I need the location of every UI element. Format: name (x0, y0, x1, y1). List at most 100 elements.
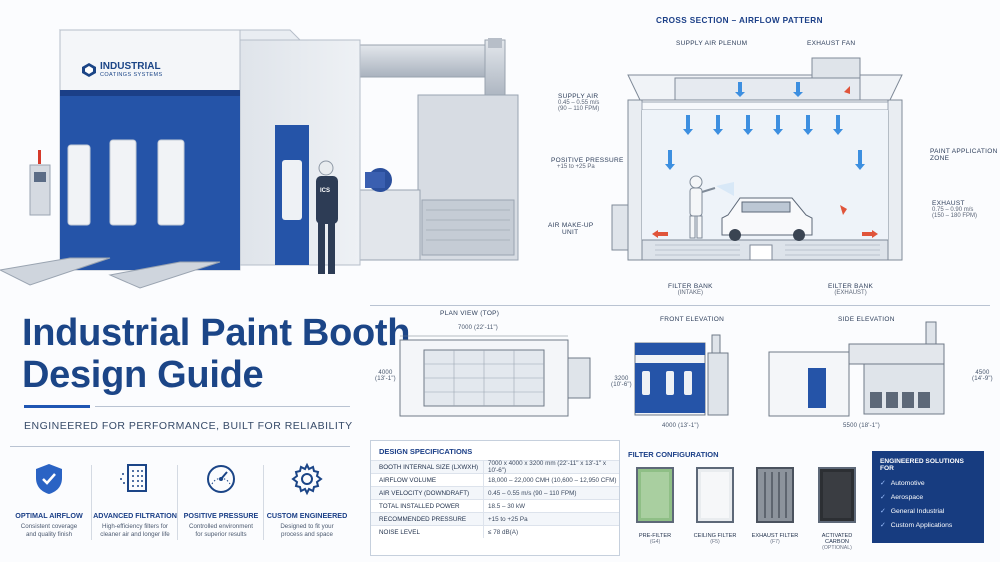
specs-rows: BOOTH INTERNAL SIZE (LxWxH)7000 x 4000 x… (371, 460, 619, 538)
spec-value: 0.45 – 0.55 m/s (90 – 110 FPM) (483, 487, 619, 499)
divider (95, 406, 350, 407)
filter-icon (120, 464, 147, 492)
dim-value: 4500 (975, 370, 990, 376)
feature-title: OPTIMAL AIRFLOW (15, 511, 83, 520)
feature-desc: for superior results (195, 531, 247, 538)
feature-title: POSITIVE PRESSURE (183, 511, 259, 520)
filter-code: (G4) (649, 539, 661, 545)
design-specs-table: DESIGN SPECIFICATIONS BOOTH INTERNAL SIZ… (370, 440, 620, 556)
filter-exhaust: EXHAUST FILTER (F7) (750, 466, 800, 545)
side-elevation-drawing (768, 321, 945, 417)
table-row: TOTAL INSTALLED POWER 18.5 – 30 kW (371, 499, 619, 512)
solutions-title: ENGINEERED SOLUTIONS FOR (880, 458, 964, 472)
brand-logo-icon (82, 63, 96, 77)
label-value: 0.75 – 0.90 m/s (932, 207, 974, 213)
list-item: ✓ General Industrial (880, 505, 976, 519)
tagline: ENGINEERED FOR PERFORMANCE, BUILT FOR RE… (24, 420, 353, 432)
feature-desc: High-efficiency filters for (102, 523, 168, 530)
brand-logo: INDUSTRIAL COATINGS SYSTEMS (82, 62, 163, 78)
feature-title: CUSTOM ENGINEERED (266, 511, 348, 520)
label-value: (90 – 110 FPM) (558, 106, 600, 112)
filter-config-title: FILTER CONFIGURATION (628, 450, 719, 459)
list-item: ✓ Aerospace (880, 491, 976, 505)
booth-illustration (0, 29, 519, 289)
label-filter-intake: FILTER BANK (INTAKE) (668, 283, 713, 296)
dim-value: (14'-9") (972, 376, 993, 382)
filter-code: (F5) (710, 539, 720, 545)
solution-label: Aerospace (890, 494, 924, 501)
filter-panel-icon (818, 467, 856, 523)
label-text: UNIT (562, 229, 579, 236)
table-row: RECOMMENDED PRESSURE +15 to +25 Pa (371, 512, 619, 525)
solution-label: General Industrial (890, 508, 945, 515)
label-value: (INTAKE) (677, 290, 703, 296)
filter-name: EXHAUST FILTER (751, 533, 799, 539)
side-elevation-title: SIDE ELEVATION (838, 316, 895, 323)
label-text: PAINT APPLICATION (930, 148, 998, 155)
front-elevation-drawing (634, 334, 729, 416)
title-accent-bar (24, 405, 90, 408)
spec-key: AIR VELOCITY (DOWNDRAFT) (379, 489, 470, 497)
table-row: AIR VELOCITY (DOWNDRAFT) 0.45 – 0.55 m/s … (371, 486, 619, 499)
feature-divider (91, 465, 92, 540)
label-supply-plenum: SUPPLY AIR PLENUM (676, 40, 748, 47)
brand-line2: COATINGS SYSTEMS (100, 72, 163, 78)
filter-carbon: ACTIVATED CARBON (OPTIONAL) (812, 466, 862, 551)
label-positive-pressure: POSITIVE PRESSURE +15 to +25 Pa (551, 157, 624, 170)
brand-line1: INDUSTRIAL (100, 61, 161, 72)
feature-title: ADVANCED FILTRATION (93, 511, 177, 520)
views-divider (370, 305, 990, 306)
page-title: Industrial Paint Booth Design Guide (22, 312, 410, 396)
spec-value: 18.5 – 30 kW (483, 500, 619, 512)
label-text: FILTER BANK (668, 283, 713, 290)
check-icon: ✓ (880, 480, 886, 487)
spec-key: TOTAL INSTALLED POWER (379, 502, 460, 510)
plan-view-drawing (399, 335, 591, 417)
label-value: 0.45 – 0.55 m/s (558, 100, 600, 106)
check-icon: ✓ (880, 494, 886, 501)
side-height-dim: 4500 (14'-9") (972, 370, 993, 382)
filter-panel-icon (756, 467, 794, 523)
dim-value: 4000 (378, 370, 393, 376)
label-text: EILTER BANK (828, 283, 874, 290)
label-text: POSITIVE PRESSURE (551, 157, 624, 164)
plan-width-dim: 7000 (22'-11") (458, 325, 498, 331)
side-length-dim: 5500 (18'-1") (843, 423, 880, 429)
specs-title: DESIGN SPECIFICATIONS (379, 447, 473, 456)
feature-airflow: OPTIMAL AIRFLOW Consistent coverage and … (6, 462, 92, 539)
label-value: +15 to +25 Pa (557, 164, 595, 170)
gauge-icon (207, 465, 235, 493)
label-air-makeup: AIR MAKE-UP UNIT (548, 222, 594, 236)
spec-value: 18,000 – 22,000 CMH (10,600 – 12,950 CFM… (483, 474, 619, 486)
feature-desc: and quality finish (25, 531, 73, 538)
label-exhaust-fan: EXHAUST FAN (807, 40, 856, 47)
solution-label: Automotive (890, 480, 925, 487)
spec-key: RECOMMENDED PRESSURE (379, 515, 467, 523)
filter-name: CEILING FILTER (693, 533, 737, 539)
cross-section-diagram (611, 57, 903, 261)
feature-desc: Consistent coverage (20, 523, 78, 530)
check-icon: ✓ (880, 508, 886, 515)
feature-divider (177, 465, 178, 540)
title-line1: Industrial Paint Booth (22, 312, 411, 354)
front-elevation-title: FRONT ELEVATION (660, 316, 725, 323)
feature-desc: process and space (281, 531, 333, 538)
label-text: AIR MAKE-UP (548, 222, 594, 229)
feature-divider (263, 465, 264, 540)
front-height-dim: 3200 (10'-6") (611, 376, 632, 388)
spec-value: ≤ 78 dB(A) (483, 526, 619, 538)
label-supply-air: SUPPLY AIR 0.45 – 0.55 m/s (90 – 110 FPM… (558, 93, 599, 112)
dim-value: (13'-1") (375, 376, 396, 382)
label-text: EXHAUST (932, 200, 965, 207)
worker-badge: ICS (320, 188, 331, 194)
label-paint-zone: PAINT APPLICATION ZONE (930, 148, 998, 162)
solution-label: Custom Applications (890, 522, 953, 529)
feature-filtration: ADVANCED FILTRATION High-efficiency filt… (92, 462, 178, 539)
feature-desc: Controlled environment (189, 523, 253, 530)
feature-desc: cleaner air and longer life (100, 531, 170, 538)
label-filter-exhaust: EILTER BANK (EXHAUST) (828, 283, 873, 296)
spec-value: +15 to +25 Pa (483, 513, 619, 525)
plan-depth-dim: 4000 (13'-1") (375, 370, 396, 382)
gear-icon (291, 462, 323, 496)
